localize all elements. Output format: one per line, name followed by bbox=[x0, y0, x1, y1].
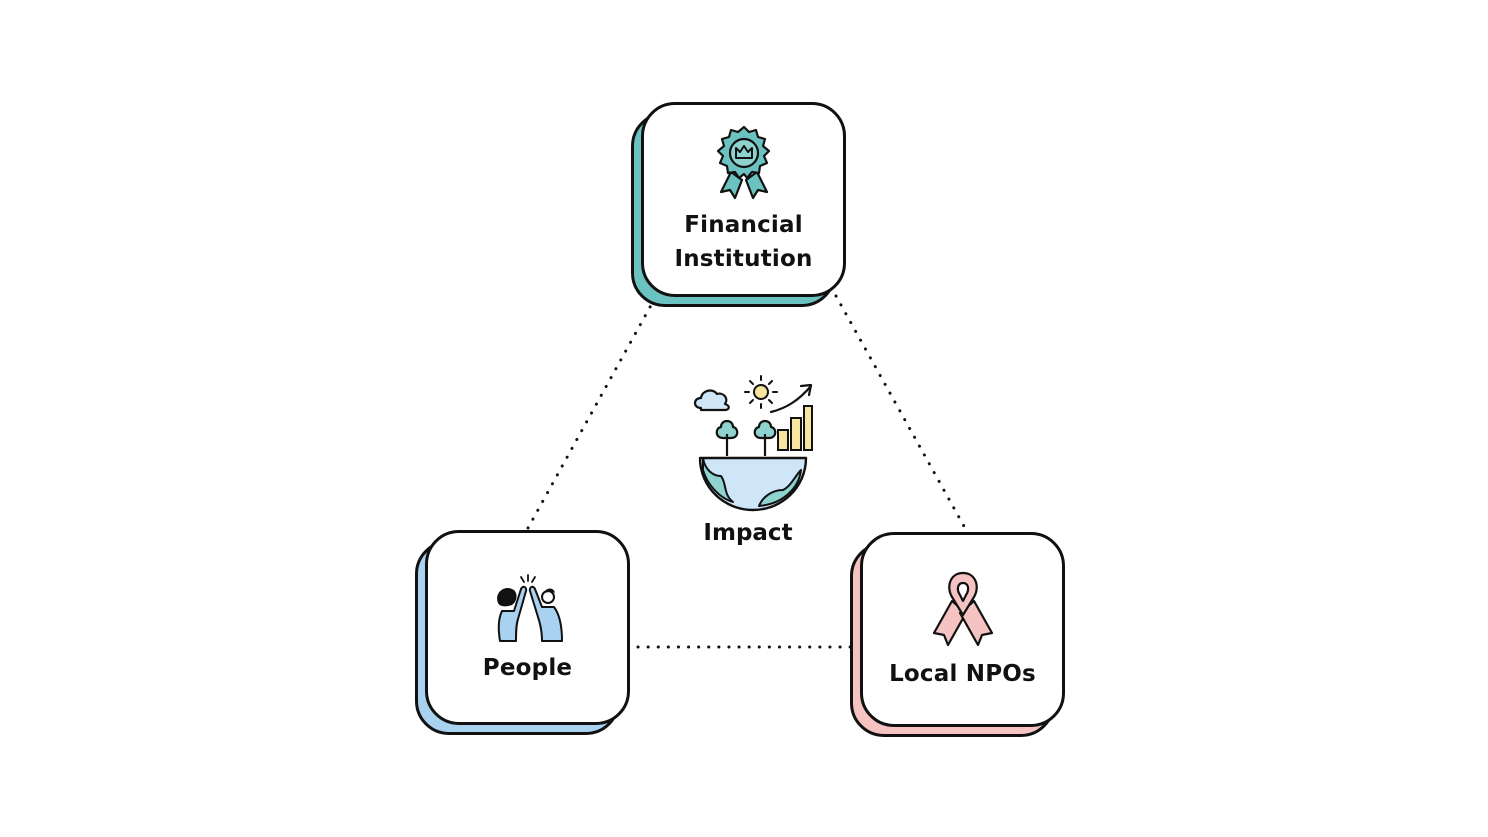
center-label: Impact bbox=[703, 520, 793, 546]
node-label: Local NPOs bbox=[889, 660, 1036, 687]
edge-fi-people bbox=[526, 296, 657, 530]
node-local-npos: Local NPOs bbox=[850, 532, 1065, 737]
node-card: Local NPOs bbox=[860, 532, 1065, 727]
awareness-ribbon-icon bbox=[932, 571, 993, 646]
high-five-icon bbox=[496, 573, 563, 642]
globe-growth-icon bbox=[693, 375, 813, 512]
center-impact: Impact bbox=[668, 372, 828, 562]
edge-fi-npos bbox=[834, 294, 967, 530]
node-card: Financial Institution bbox=[641, 102, 846, 297]
node-label: People bbox=[482, 654, 573, 681]
node-financial-institution: Financial Institution bbox=[631, 102, 846, 307]
node-people: People bbox=[415, 530, 630, 735]
node-card: People bbox=[425, 530, 630, 725]
award-badge-icon bbox=[716, 125, 770, 199]
node-label: Financial Institution bbox=[674, 211, 813, 272]
